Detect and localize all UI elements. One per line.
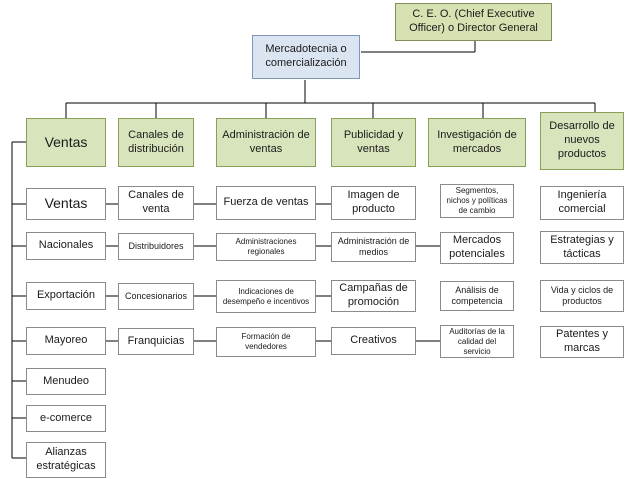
item-fuerza-ventas: Fuerza de ventas xyxy=(216,186,316,220)
dept-publicidad-ventas: Publicidad y ventas xyxy=(331,118,416,167)
dept-desarrollo-productos: Desarrollo de nuevos productos xyxy=(540,112,624,170)
item-estrategias-tacticas: Estrategias y tácticas xyxy=(540,231,624,264)
item-administraciones-regionales: Administraciones regionales xyxy=(216,233,316,261)
item-ventas: Ventas xyxy=(26,188,106,220)
item-ecomerce: e-comerce xyxy=(26,405,106,432)
dept-canales-distribucion: Canales de distribución xyxy=(118,118,194,167)
item-administracion-medios: Administración de medios xyxy=(331,232,416,262)
item-exportacion: Exportación xyxy=(26,282,106,310)
item-mercados-potenciales: Mercados potenciales xyxy=(440,232,514,264)
item-concesionarios: Concesionarios xyxy=(118,283,194,310)
item-campanas-promocion: Campañas de promoción xyxy=(331,280,416,312)
item-analisis-competencia: Análisis de competencia xyxy=(440,281,514,311)
item-franquicias: Franquicias xyxy=(118,328,194,355)
item-ingenieria-comercial: Ingeniería comercial xyxy=(540,186,624,220)
item-vida-ciclos-productos: Vida y ciclos de productos xyxy=(540,280,624,312)
item-auditorias-calidad: Auditorías de la calidad del servicio xyxy=(440,325,514,358)
item-patentes-marcas: Patentes y marcas xyxy=(540,326,624,358)
dept-administracion-ventas: Administración de ventas xyxy=(216,118,316,167)
item-mayoreo: Mayoreo xyxy=(26,327,106,355)
dept-investigacion-mercados: Investigación de mercados xyxy=(428,118,526,167)
item-indicaciones-desempeno: Indicaciones de desempeño e incentivos xyxy=(216,280,316,313)
marketing-box: Mercadotecnia o comercialización xyxy=(252,35,360,79)
item-alianzas: Alianzas estratégicas xyxy=(26,442,106,478)
item-nacionales: Nacionales xyxy=(26,232,106,260)
dept-ventas: Ventas xyxy=(26,118,106,167)
item-imagen-producto: Imagen de producto xyxy=(331,186,416,220)
item-formacion-vendedores: Formación de vendedores xyxy=(216,327,316,357)
item-canales-venta: Canales de venta xyxy=(118,186,194,220)
item-creativos: Creativos xyxy=(331,327,416,355)
item-menudeo: Menudeo xyxy=(26,368,106,395)
ceo-box: C. E. O. (Chief Executive Officer) o Dir… xyxy=(395,3,552,41)
item-distribuidores: Distribuidores xyxy=(118,233,194,260)
item-segmentos-nichos: Segmentos, nichos y políticas de cambio xyxy=(440,184,514,218)
